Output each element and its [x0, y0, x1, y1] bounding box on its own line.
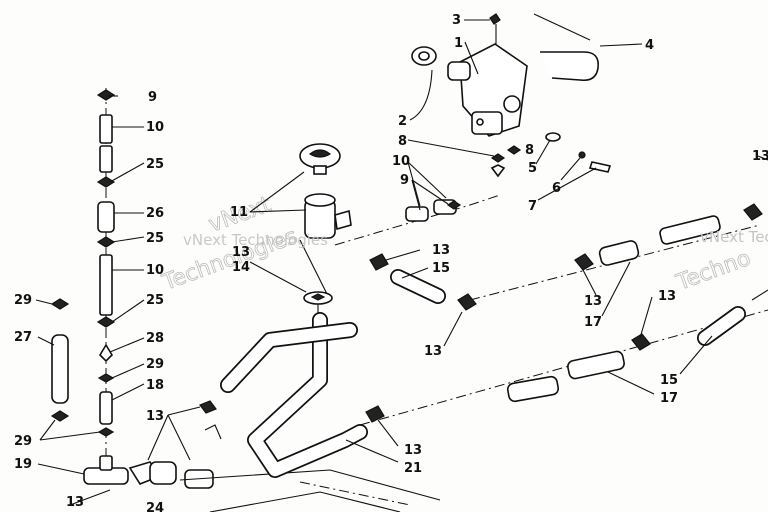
callout-label: 13 — [66, 495, 84, 510]
hose-segment — [99, 145, 113, 173]
callout-label: 10 — [146, 120, 164, 135]
callout-label: 11 — [230, 205, 248, 220]
hose-27 — [51, 334, 69, 404]
hose-10-top — [99, 114, 113, 144]
right-hoses — [365, 203, 768, 423]
clamp-9 — [96, 89, 116, 101]
bleed-screw-3 — [489, 13, 501, 25]
callout-label: 6 — [552, 181, 561, 196]
callout-label: 10 — [392, 154, 410, 169]
bolt-7 — [588, 161, 612, 173]
callout-label: 18 — [146, 378, 164, 393]
clamp-8-right — [506, 145, 522, 155]
fitting-28 — [98, 343, 114, 363]
callout-label: 4 — [645, 38, 654, 53]
callout-label: 13 — [752, 149, 768, 164]
callout-label: 13 — [432, 243, 450, 258]
clamp-13-c — [574, 253, 594, 271]
callout-label: 29 — [14, 293, 32, 308]
callout-label: 1 — [454, 36, 463, 51]
watermark-layer: vNext Technologies vNext Technologies vN… — [158, 192, 768, 297]
watermark-text: vNext Technologies — [183, 231, 328, 249]
clamp-29-bottom — [50, 410, 70, 422]
callout-label: 8 — [398, 134, 407, 149]
thermostat-housing — [299, 143, 352, 305]
callout-label: 15 — [660, 373, 678, 388]
washer-5 — [545, 132, 561, 142]
callout-label: 13 — [658, 289, 676, 304]
hose-10-long — [99, 254, 113, 316]
hose-27-group — [50, 298, 70, 422]
connector-26 — [97, 201, 115, 233]
callout-label: 25 — [146, 157, 164, 172]
callout-label: 13 — [584, 294, 602, 309]
clamp-13-left — [199, 400, 217, 414]
callout-labels: 1 2 3 4 5 6 7 8 8 9 9 10 10 10 11 13 13 … — [14, 13, 768, 512]
callout-label: 29 — [146, 357, 164, 372]
hose-4 — [540, 51, 600, 82]
watermark-text: vNext Technologies — [700, 228, 768, 246]
clamp-13-d — [631, 333, 651, 351]
callout-label: 13 — [424, 344, 442, 359]
leader-lines — [35, 19, 768, 475]
callout-label: 21 — [404, 461, 422, 476]
hose-17-b — [506, 375, 560, 403]
callout-label: 27 — [14, 330, 32, 345]
callout-label: 17 — [660, 391, 678, 406]
bolt-group — [490, 132, 612, 178]
callout-label: 14 — [232, 260, 250, 275]
callout-label: 28 — [146, 331, 164, 346]
callout-label: 9 — [400, 173, 409, 188]
clamp-29-a — [97, 373, 115, 383]
callout-label: 10 — [146, 263, 164, 278]
clamp-25-b — [96, 236, 116, 248]
washer-6 — [578, 151, 586, 159]
watermark-text: Techno — [673, 246, 755, 296]
callout-label: 3 — [452, 13, 461, 28]
pump-housing-group — [411, 13, 600, 137]
callout-label: 7 — [528, 199, 537, 214]
clamp-25-a — [96, 176, 116, 188]
callout-label: 19 — [14, 457, 32, 472]
clamp-13-a — [369, 253, 389, 271]
hose-18 — [99, 391, 113, 425]
chassis-outline — [179, 469, 441, 512]
clamp-29-b — [97, 427, 115, 437]
hose-17-a — [598, 240, 640, 266]
callout-label: 24 — [146, 501, 164, 512]
callout-label: 13 — [146, 409, 164, 424]
callout-label: 5 — [528, 161, 537, 176]
callout-label: 26 — [146, 206, 164, 221]
callout-label: 13 — [232, 245, 250, 260]
callout-label: 25 — [146, 293, 164, 308]
clamp-25-c — [96, 316, 116, 328]
clamp-13-b — [457, 293, 477, 311]
tee-fitting-group — [69, 400, 222, 506]
center-small-hose — [405, 199, 462, 222]
callout-label: 13 — [404, 443, 422, 458]
callout-label: 25 — [146, 231, 164, 246]
callout-label: 15 — [432, 261, 450, 276]
callout-label: 2 — [398, 114, 407, 129]
left-vertical-stack — [96, 88, 116, 470]
callout-label: 17 — [584, 315, 602, 330]
callout-label: 29 — [14, 434, 32, 449]
callout-label: 8 — [525, 143, 534, 158]
clamp-8-left — [490, 153, 506, 163]
callout-label: 9 — [148, 90, 157, 105]
clamp-13-e — [365, 405, 385, 423]
clamp-29-top — [50, 298, 70, 310]
hose-21 — [220, 312, 368, 478]
